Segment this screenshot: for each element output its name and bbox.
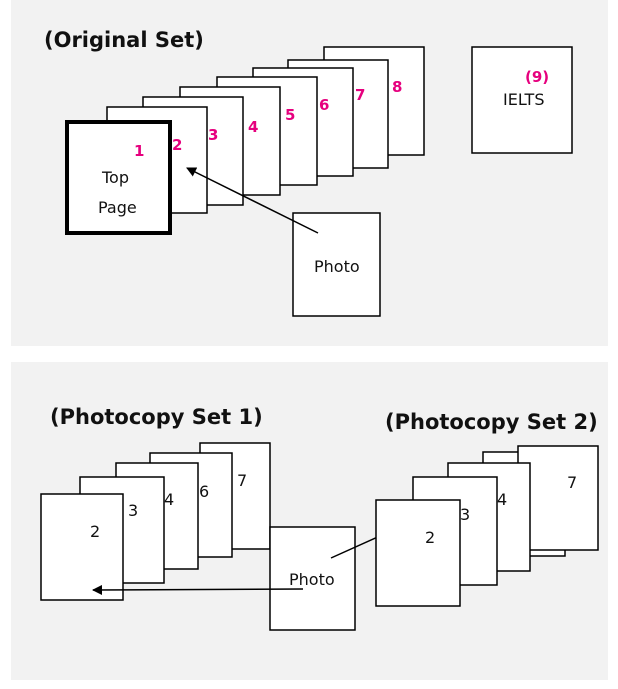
- original-page-7-number: 7: [355, 86, 365, 104]
- copy1-page-4-number: 4: [164, 490, 174, 509]
- copy2-page-3-number: 3: [460, 505, 470, 524]
- copy2-page-7-number: 7: [567, 473, 577, 492]
- copy1-page-6-number: 6: [199, 482, 209, 501]
- original-page-8-number: 8: [392, 78, 402, 96]
- ielts-page-number: (9): [525, 68, 549, 86]
- copy1-page-2-number: 2: [90, 522, 100, 541]
- copy-set-1-heading: (Photocopy Set 1): [50, 405, 263, 429]
- original-page-5-number: 5: [285, 106, 295, 124]
- photo-to-set1-arrow: [92, 584, 304, 595]
- copy2-page-2: 2: [375, 499, 461, 607]
- ielts-page-label: IELTS: [503, 90, 544, 109]
- ielts-page: (9) IELTS: [471, 46, 573, 154]
- center-photo-label: Photo: [289, 570, 335, 589]
- photo-to-page-2-arrow: [186, 167, 319, 234]
- original-page-3-number: 3: [208, 126, 218, 144]
- original-photo-label: Photo: [314, 257, 360, 276]
- copy-set-2-heading: (Photocopy Set 2): [385, 410, 598, 434]
- copy1-page-3-number: 3: [128, 501, 138, 520]
- copy1-page-2: 2: [40, 493, 124, 601]
- original-page-2-number: 2: [172, 136, 182, 154]
- original-page-4-number: 4: [248, 118, 258, 136]
- copy1-page-7-number: 7: [237, 471, 247, 490]
- original-page-6-number: 6: [319, 96, 329, 114]
- original-set-heading: (Original Set): [44, 28, 204, 52]
- top-page-line1: Top: [101, 168, 129, 187]
- original-photo: Photo: [292, 212, 381, 317]
- copy2-page-2-number: 2: [425, 528, 435, 547]
- center-photo: Photo: [269, 526, 356, 631]
- top-page-line2: Page: [98, 198, 137, 217]
- copy2-page-7: 7: [517, 445, 599, 551]
- copy2-page-4-number: 4: [497, 490, 507, 509]
- top-page-number: 1: [134, 142, 144, 160]
- top-page: 1 Top Page: [65, 120, 172, 235]
